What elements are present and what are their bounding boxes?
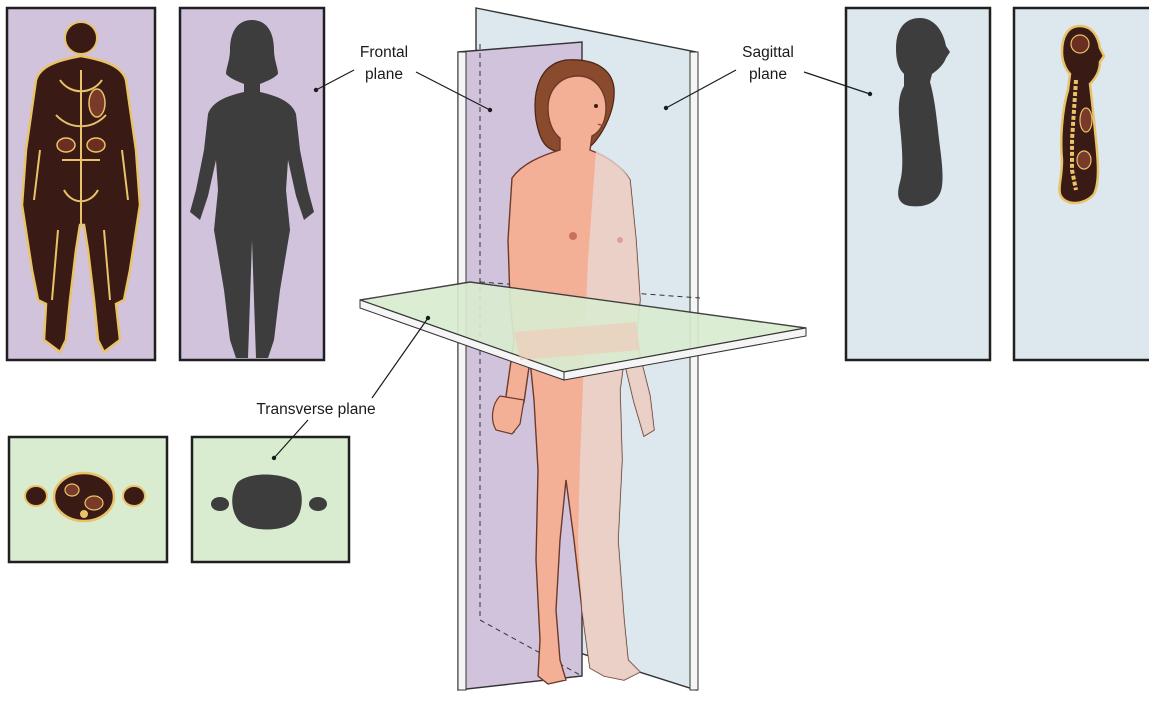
transverse-mri-panel (9, 437, 167, 562)
transverse-leader-up (372, 318, 428, 398)
figure-nipple-left (569, 232, 577, 240)
sagittal-plane-label-line2: plane (749, 66, 787, 83)
transverse-plane-label: Transverse plane (256, 401, 375, 418)
figure-eye (594, 104, 598, 108)
sagittal-leader-dot-right (868, 92, 872, 96)
transverse-leader-dot-up (426, 316, 430, 320)
sagittal-plane-edge (690, 52, 698, 690)
frontal-plane-label-line1: Frontal (360, 44, 408, 61)
frontal-plane-label-line2: plane (365, 66, 403, 83)
sagittal-plane-label-line1: Sagittal (742, 44, 794, 61)
sagittal-mri-panel (1014, 8, 1149, 360)
transverse-leader-dot-down (272, 456, 276, 460)
frontal-plane-edge (458, 52, 466, 690)
sagittal-leader-dot-left (664, 106, 668, 110)
frontal-mri-panel (7, 8, 155, 360)
transverse-silhouette-panel (192, 437, 349, 562)
frontal-leader-dot-left (314, 88, 318, 92)
frontal-silhouette-panel (180, 8, 324, 360)
frontal-leader-dot-right (488, 108, 492, 112)
sagittal-silhouette-panel (846, 8, 990, 360)
central-planes-figure (360, 8, 806, 690)
figure-nipple-right (617, 237, 623, 243)
